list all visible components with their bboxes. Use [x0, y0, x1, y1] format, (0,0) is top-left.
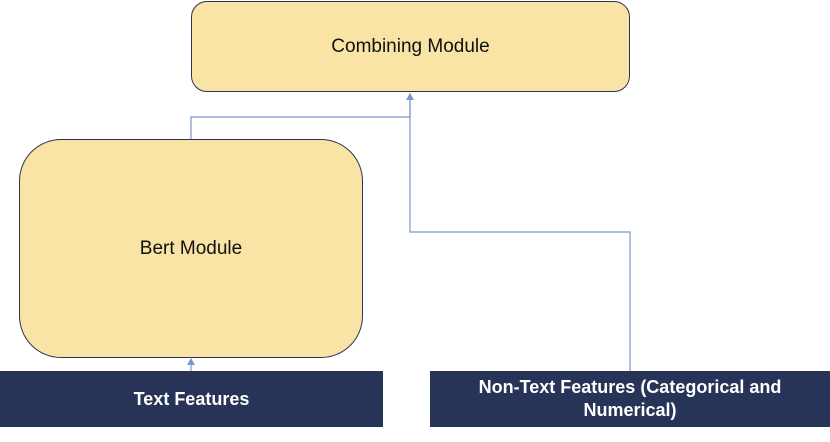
text-features-box: Text Features — [0, 371, 383, 427]
combining-module-box: Combining Module — [191, 1, 630, 92]
non-text-features-box: Non-Text Features (Categorical and Numer… — [430, 371, 830, 427]
connector-bert-to-combining — [190, 93, 411, 139]
connector-nontext-to-combining — [406, 93, 631, 371]
bert-module-box: Bert Module — [19, 139, 363, 358]
non-text-features-label: Non-Text Features (Categorical and Numer… — [478, 376, 782, 420]
bert-module-label: Bert Module — [139, 237, 243, 259]
combining-module-label: Combining Module — [331, 35, 490, 57]
text-features-label: Text Features — [133, 388, 250, 409]
